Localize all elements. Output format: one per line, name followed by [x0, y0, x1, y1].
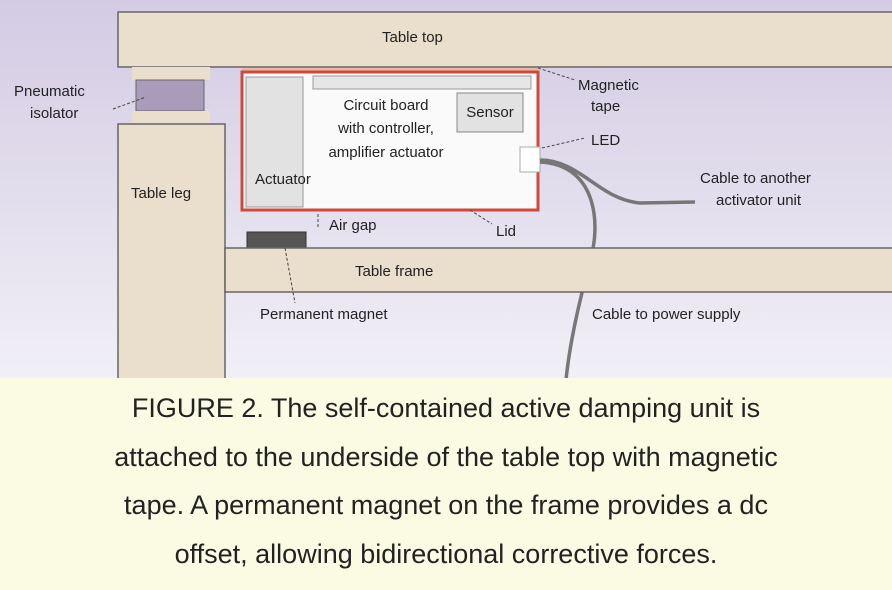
caption-line: tape. A permanent magnet on the frame pr… [124, 490, 768, 520]
cable-to-another-unit [539, 158, 696, 205]
label-lid: Lid [496, 223, 516, 240]
table-leg [117, 123, 226, 378]
label-circuit-board-3: amplifier actuator [328, 144, 443, 161]
leader-led [541, 137, 586, 149]
label-table-leg: Table leg [131, 185, 191, 202]
label-air-gap: Air gap [329, 217, 377, 234]
table-top [117, 11, 892, 68]
label-table-frame: Table frame [355, 263, 433, 280]
label-sensor: Sensor [466, 104, 514, 121]
label-table-top: Table top [382, 29, 443, 46]
leader-lid [469, 209, 493, 225]
circuit-board-strip [312, 75, 532, 90]
permanent-magnet [246, 231, 307, 249]
caption-line: attached to the underside of the table t… [114, 441, 778, 472]
damping-unit-diagram: Table top Table leg Pneumatic isolator A… [0, 0, 892, 378]
label-magnetic-tape-1: Magnetic [578, 77, 639, 94]
label-circuit-board-2: with controller, [337, 120, 434, 137]
pneumatic-isolator [135, 79, 205, 112]
label-pneumatic-isolator-1: Pneumatic [14, 83, 85, 100]
label-cable-another-2: activator unit [716, 192, 802, 209]
table-frame [224, 247, 892, 293]
label-pneumatic-isolator-2: isolator [30, 105, 78, 122]
label-circuit-board-1: Circuit board [343, 97, 428, 114]
actuator [245, 76, 304, 208]
caption-line: FIGURE 2. The self-contained active damp… [131, 393, 761, 423]
leader-permanent-magnet [284, 247, 296, 304]
label-permanent-magnet: Permanent magnet [260, 306, 388, 323]
leader-isolator [112, 96, 147, 110]
figure-caption: FIGURE 2. The self-contained active damp… [0, 378, 892, 590]
label-led: LED [591, 132, 620, 149]
caption-line: offset, allowing bidirectional correctiv… [174, 538, 718, 569]
label-cable-another-1: Cable to another [700, 170, 811, 187]
isolator-mount-top [132, 67, 210, 80]
label-magnetic-tape-2: tape [591, 98, 620, 115]
sensor [456, 92, 524, 133]
isolator-mount-bottom [132, 111, 210, 124]
led [519, 146, 541, 173]
leader-magnetic-tape [537, 67, 576, 81]
label-cable-power: Cable to power supply [592, 306, 741, 323]
label-actuator: Actuator [255, 171, 311, 188]
